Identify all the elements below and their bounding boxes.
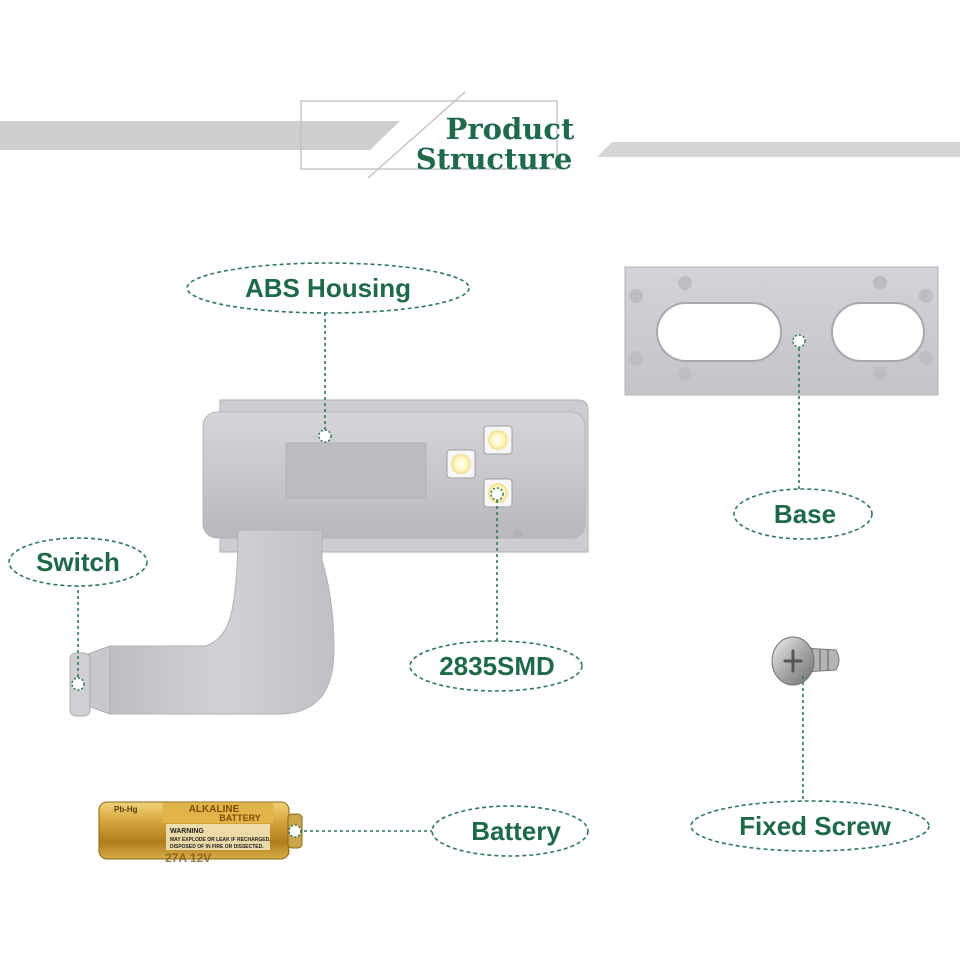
battery-hg: Pb-Hg (114, 805, 138, 814)
pointer-dot-abs-housing (318, 429, 332, 443)
battery-warning-title: WARNING (170, 828, 204, 835)
callout-battery: Battery (431, 805, 589, 857)
header: Product Structure (0, 91, 960, 179)
callout-fixed-screw: Fixed Screw (690, 800, 930, 852)
battery-brand: ALKALINE (189, 804, 240, 815)
label-switch: Switch (36, 547, 120, 577)
fixed-screw (771, 636, 840, 686)
battery: Pb-Hg ALKALINE BATTERY WARNING MAY EXPLO… (98, 801, 303, 865)
label-battery: Battery (471, 816, 561, 846)
callout-smd: 2835SMD (409, 640, 583, 692)
title-line-2: Structure (416, 142, 573, 176)
base-slot-short (831, 302, 925, 362)
battery-warning-line2: DISPOSED OF IN FIRE OR DISSECTED. (170, 844, 264, 850)
battery-warning-line1: MAY EXPLODE OR LEAK IF RECHARGED, (170, 837, 271, 843)
hinge-light (69, 399, 589, 717)
leader-lines (71, 313, 806, 838)
hinge-arm (109, 529, 335, 715)
callout-base: Base (733, 488, 873, 540)
base-bump (873, 276, 887, 290)
pointer-dot-smd (490, 487, 504, 501)
switch-plunger (87, 645, 111, 715)
led-chip-left (446, 449, 476, 479)
base-bump (678, 276, 692, 290)
title-line-1: Product (446, 112, 575, 146)
pointer-dot-battery (288, 824, 302, 838)
base-bump (919, 289, 933, 303)
pointer-dot-switch (71, 677, 85, 691)
header-slash (367, 91, 466, 179)
header-frame (300, 100, 558, 170)
base-bump (629, 289, 643, 303)
callout-switch: Switch (8, 537, 148, 587)
housing-hole (514, 530, 522, 538)
header-left-bar (0, 121, 400, 150)
base-bump (919, 351, 933, 365)
label-recess (285, 442, 427, 499)
label-abs-housing: ABS Housing (245, 273, 411, 303)
base-bump (629, 351, 643, 365)
label-smd: 2835SMD (439, 651, 555, 681)
led-chip-top (483, 425, 513, 455)
base-plate (624, 266, 939, 396)
header-right-bar (597, 142, 960, 157)
battery-label-band (163, 803, 273, 823)
battery-warning-box (166, 824, 270, 850)
pointer-dot-base (792, 334, 806, 348)
battery-voltage: 27A 12V (165, 851, 211, 865)
base-bump (873, 367, 887, 381)
callout-abs-housing: ABS Housing (186, 262, 470, 314)
battery-type: BATTERY (219, 813, 261, 823)
label-base: Base (774, 499, 836, 529)
base-slot-long (656, 302, 782, 362)
label-fixed-screw: Fixed Screw (739, 811, 892, 841)
base-bump (678, 367, 692, 381)
screw-cross (783, 649, 803, 673)
